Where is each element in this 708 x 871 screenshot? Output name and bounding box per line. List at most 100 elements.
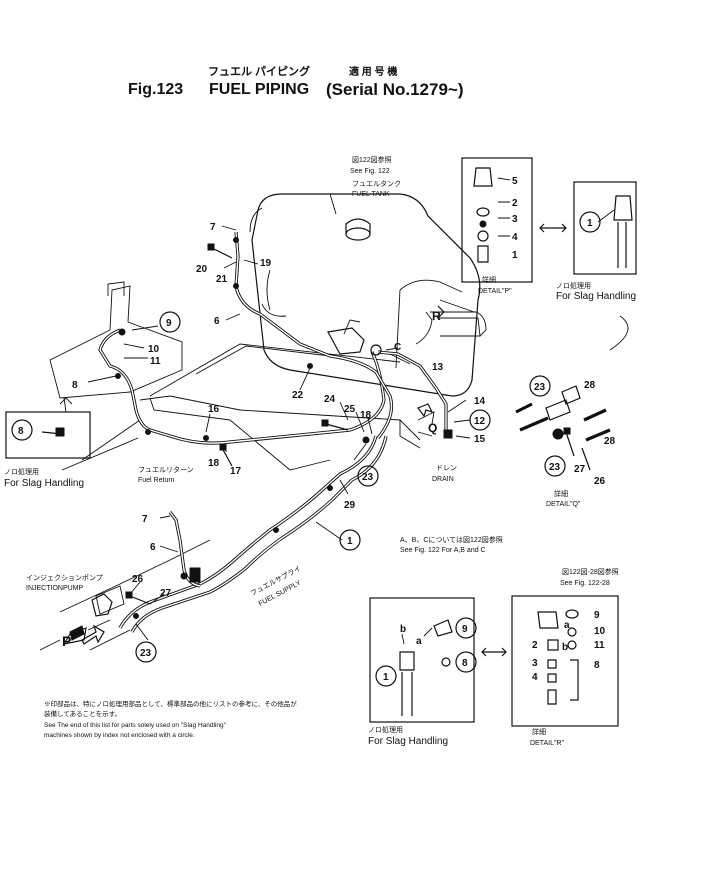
see-fig-122-28: See Fig. 122-28 — [560, 580, 610, 587]
part-number: 25 — [344, 404, 356, 415]
letter-b: b — [400, 624, 406, 635]
letter-q: Q — [428, 421, 437, 435]
part-number: 23 — [362, 472, 374, 483]
part-number: 11 — [150, 356, 161, 367]
slag-detail-box-r — [369, 597, 475, 723]
fuel-return-jp: フュエルリターン — [138, 465, 194, 474]
slag-label-3: For Slag Handling — [368, 736, 448, 747]
part-number: 27 — [574, 464, 586, 475]
part-number: 22 — [292, 390, 304, 401]
part-number: 26 — [594, 476, 606, 487]
detail-r-label: DETAIL"R" — [530, 740, 565, 747]
detail-q-jp: 詳細 — [554, 489, 568, 498]
part-number: 4 — [532, 672, 538, 683]
part-number: 3 — [532, 658, 538, 669]
part-numbers: 7 20 21 19 6 9 10 11 8 8 22 16 18 17 24 … — [18, 176, 616, 683]
part-number: 9 — [594, 610, 600, 621]
slag-jp-1: ノロ処理用 — [4, 467, 39, 476]
part-number: 26 — [132, 574, 144, 585]
part-circles — [11, 211, 601, 687]
letter-p: P — [62, 633, 71, 649]
part-number: 5 — [512, 176, 518, 187]
part-number: 6 — [150, 542, 156, 553]
detail-arrows — [81, 305, 445, 645]
part-number: 17 — [230, 466, 242, 477]
injection-pump — [62, 593, 113, 645]
part-number: 10 — [148, 344, 160, 355]
see-fig-122: See Fig. 122 — [350, 168, 390, 175]
part-number: 1 — [512, 250, 518, 261]
detail-p-label: DETAIL"P" — [478, 288, 512, 295]
fuel-tank-jp: フュエルタンク — [352, 179, 401, 188]
letter-r: R — [432, 309, 441, 323]
drain-jp: ドレン — [436, 465, 457, 472]
footnote-jp-2: 装備してあることを示す。 — [44, 709, 121, 718]
see-fig-122-28-jp: 図122図-28図参照 — [562, 567, 619, 576]
detail-p-jp: 詳細 — [482, 275, 496, 284]
part-number: 14 — [474, 396, 486, 407]
part-number: 23 — [549, 462, 561, 473]
fuel-tank-label: FUEL TANK — [352, 191, 390, 198]
part-number: 9 — [166, 318, 172, 329]
part-number: 29 — [344, 500, 356, 511]
part-number: 7 — [142, 514, 148, 525]
part-number: 10 — [594, 626, 606, 637]
part-number: 8 — [594, 660, 600, 671]
part-number: 1 — [587, 218, 593, 229]
part-number: 1 — [347, 536, 353, 547]
letters: P Q R C a b a b — [62, 309, 570, 653]
part-number: 9 — [462, 624, 468, 635]
slag-jp-2: ノロ処理用 — [556, 281, 591, 290]
see-fig-122-jp: 図122図参照 — [352, 155, 392, 164]
detail-r-box — [511, 595, 619, 727]
part-number: 12 — [474, 416, 486, 427]
slag-label-2: For Slag Handling — [556, 291, 636, 302]
swap-arrow-p — [539, 223, 567, 233]
part-number: 28 — [604, 436, 616, 447]
slag-jp-3: ノロ処理用 — [368, 725, 403, 734]
part-number: 19 — [260, 258, 272, 269]
part-number: 18 — [360, 410, 372, 421]
swap-arrow-r — [481, 647, 507, 657]
fuel-pipes — [98, 231, 487, 633]
drain-label: DRAIN — [432, 476, 454, 483]
slag-detail-box-p — [573, 181, 637, 275]
abc-note-jp: A、B、Cについては図122図参照 — [400, 535, 503, 544]
detail-r-jp: 詳細 — [532, 727, 546, 736]
title-jp-name: フュエル パイピング — [208, 66, 311, 78]
title-jp-serial: 適 用 号 機 — [349, 67, 398, 78]
part-number: 27 — [160, 588, 172, 599]
injection-pump-label: INJECTIONPUMP — [26, 585, 84, 592]
footnote: ※印部品は、特にノロ処理用部品として、標準部品の他にリストの参考に、その他品が … — [44, 699, 297, 739]
part-number: 3 — [512, 214, 518, 225]
figure-serial: (Serial No.1279~) — [326, 80, 464, 99]
callouts: 図122図参照 See Fig. 122 フュエルタンク FUEL TANK フ… — [4, 155, 636, 747]
part-number: 8 — [18, 426, 24, 437]
detail-q-parts — [515, 385, 611, 471]
injection-pump-jp: インジェクションポンプ — [26, 574, 103, 582]
slag-label-1: For Slag Handling — [4, 478, 84, 489]
footnote-en-2: machines shown by index not enclosed wit… — [44, 732, 195, 739]
part-number: 15 — [474, 434, 486, 445]
part-number: 2 — [532, 640, 538, 651]
bolts — [125, 243, 349, 605]
detail-q-label: DETAIL"Q" — [546, 501, 581, 508]
letter-a: a — [416, 636, 422, 647]
fuel-tank — [249, 193, 481, 397]
part-number: 13 — [432, 362, 444, 373]
part-number: 4 — [512, 232, 518, 243]
clamps — [115, 237, 453, 619]
part-number: 20 — [196, 264, 208, 275]
part-number: 21 — [216, 274, 228, 285]
part-number: 6 — [214, 316, 220, 327]
letter-b-r: b — [562, 642, 568, 653]
part-number: 11 — [594, 640, 605, 651]
fuel-return-label: Fuel Return — [138, 477, 175, 484]
detail-p-box — [461, 157, 533, 283]
part-number: 16 — [208, 404, 220, 415]
part-number: 18 — [208, 458, 220, 469]
part-number: 28 — [584, 380, 596, 391]
part-number: 23 — [534, 382, 546, 393]
